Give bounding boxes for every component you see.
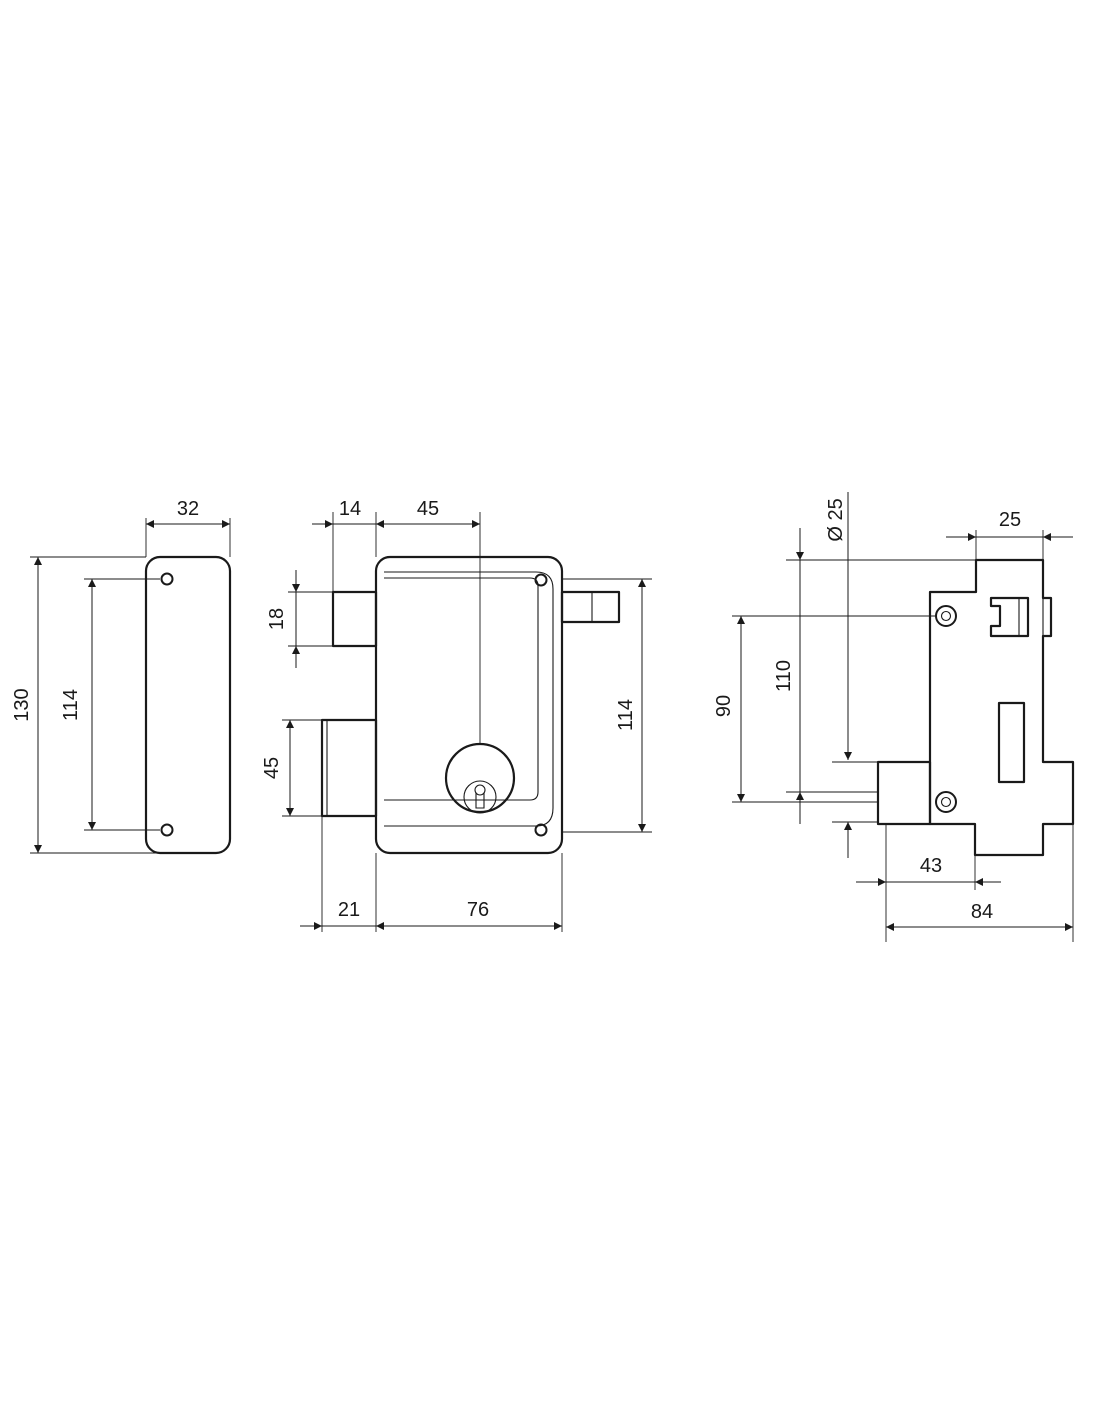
- dim-label-upper-bolt: 18: [266, 608, 288, 630]
- dim-label-overall-depth: 84: [971, 901, 993, 923]
- dim-label-cylinder-offset: 45: [417, 498, 439, 520]
- lock-body-top-screw: [534, 573, 548, 587]
- latch-stub: [560, 590, 621, 624]
- dim-label-bottom-depth: 43: [920, 855, 942, 877]
- side-view: 25 Ø 25 110 90 43 84: [713, 492, 1075, 942]
- front-plate-outline: [144, 555, 232, 855]
- bolt-slot: [997, 701, 1026, 784]
- upper-bolt: [331, 590, 378, 648]
- cylinder-outer-ring: [444, 742, 516, 814]
- dim-label-body-width: 76: [467, 899, 489, 921]
- front-plate-top-hole: [160, 572, 174, 586]
- side-top-screw: [935, 605, 957, 627]
- dim-label-plate-holes: 114: [60, 689, 82, 721]
- lock-case-inner-panel: [384, 577, 539, 801]
- dim-label-plate-width: 32: [177, 498, 199, 520]
- dim-label-bolt-projection: 21: [338, 899, 360, 921]
- cylinder-inner-ring: [463, 780, 497, 814]
- keyhole-icon: [474, 784, 486, 809]
- dim-label-cylinder-height: 110: [773, 660, 795, 692]
- lower-deadbolt: [320, 718, 378, 818]
- front-plate-view: 32 130 114: [11, 498, 232, 855]
- side-bottom-screw: [935, 791, 957, 813]
- dim-label-body-holes: 114: [615, 699, 637, 731]
- dim-label-cylinder-diameter: Ø 25: [825, 498, 847, 541]
- dim-label-side-holes: 90: [713, 695, 735, 717]
- dim-label-plate-height: 130: [11, 688, 33, 721]
- lock-body-bottom-screw: [534, 823, 548, 837]
- side-bolt: [876, 760, 932, 826]
- dim-label-lower-bolt: 45: [261, 757, 283, 779]
- dim-label-bolt-offset: 14: [339, 498, 361, 520]
- lock-case-outline: [374, 555, 564, 855]
- front-plate-bottom-hole: [160, 823, 174, 837]
- latch-mechanism: [989, 596, 1030, 638]
- dim-label-top-width: 25: [999, 509, 1021, 531]
- lock-body-view: 14 45 18 45 114 21 76: [261, 498, 652, 932]
